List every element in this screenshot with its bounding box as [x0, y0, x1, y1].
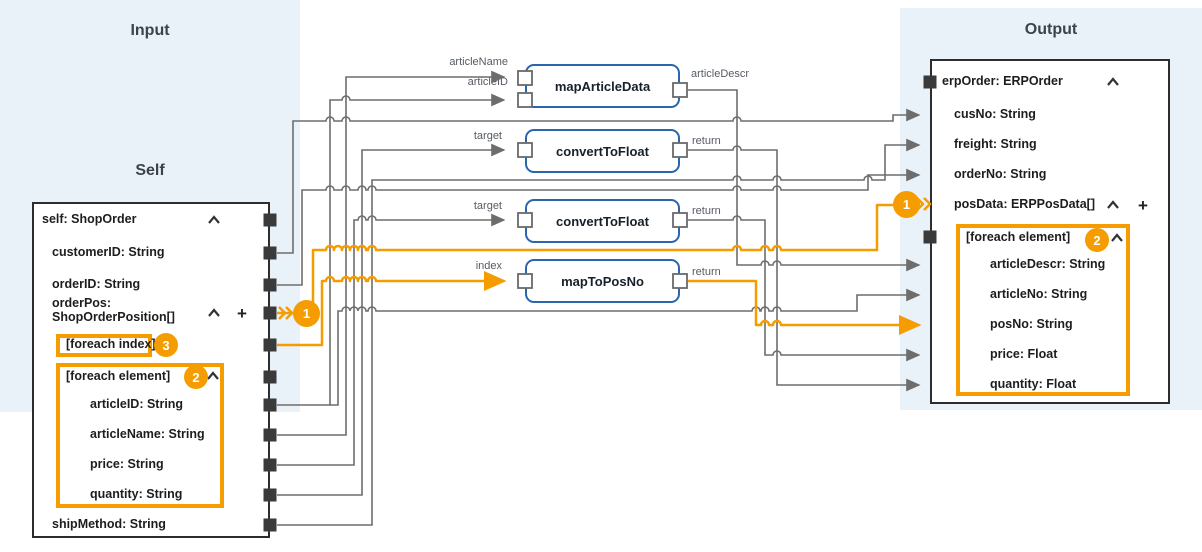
collapse-chevron-icon[interactable]	[207, 307, 221, 319]
wire-articleID-articleNo	[330, 288, 921, 406]
output-node-quantity[interactable]: quantity: Float	[990, 377, 1077, 391]
output-node-posNo[interactable]: posNo: String	[990, 317, 1073, 331]
port-label-articleID: articleID	[467, 76, 508, 88]
output-node-articleNo[interactable]: articleNo: String	[990, 287, 1088, 301]
array-mapping-badge-source: 1	[293, 300, 320, 327]
self-root-node[interactable]: self: ShopOrder	[42, 212, 137, 226]
collapse-chevron-icon[interactable]	[1106, 199, 1120, 211]
function-box-convertToFloat-2[interactable]: convertToFloat	[525, 199, 680, 243]
self-foreach-element-highlight-box	[56, 363, 224, 508]
self-node-foreach-index[interactable]: [foreach index]	[66, 337, 156, 351]
wire-articleID-mapArticleData	[277, 93, 506, 406]
port-label-return-2: return	[692, 205, 721, 217]
self-node-customerID[interactable]: customerID: String	[52, 245, 165, 259]
output-node-freight[interactable]: freight: String	[954, 137, 1037, 151]
port-label-target-2: target	[473, 200, 502, 212]
port-label-index: index	[475, 260, 502, 272]
add-item-icon[interactable]: +	[237, 304, 247, 323]
self-section-title: Self	[135, 162, 165, 179]
self-node-articleName[interactable]: articleName: String	[90, 427, 205, 441]
foreach-index-badge: 3	[154, 333, 178, 357]
output-node-cusNo[interactable]: cusNo: String	[954, 107, 1036, 121]
port-label-return-1: return	[692, 135, 721, 147]
collapse-chevron-icon[interactable]	[206, 370, 220, 382]
function-box-convertToFloat-1[interactable]: convertToFloat	[525, 129, 680, 173]
wire-mapToPosNo-posNo	[688, 279, 922, 335]
self-node-articleID[interactable]: articleID: String	[90, 397, 184, 411]
output-foreach-element-badge: 2	[1085, 228, 1109, 252]
self-node-price[interactable]: price: String	[90, 457, 164, 471]
port-label-articleName: articleName	[449, 56, 508, 68]
array-mapping-badge-target: 1	[893, 191, 920, 218]
self-panel	[32, 202, 270, 538]
output-node-articleDescr[interactable]: articleDescr: String	[990, 257, 1106, 271]
output-node-orderNo[interactable]: orderNo: String	[954, 167, 1047, 181]
output-root-node[interactable]: erpOrder: ERPOrder	[942, 74, 1063, 88]
function-box-mapArticleData[interactable]: mapArticleData	[525, 64, 680, 108]
wire-articleDescr-out	[688, 89, 921, 272]
add-item-icon[interactable]: +	[1138, 196, 1148, 215]
port-label-target-1: target	[473, 130, 502, 142]
function-box-mapToPosNo[interactable]: mapToPosNo	[525, 259, 680, 303]
self-node-orderID[interactable]: orderID: String	[52, 277, 141, 291]
self-foreach-element-badge: 2	[184, 365, 208, 389]
output-node-price[interactable]: price: Float	[990, 347, 1058, 361]
output-section-title: Output	[1024, 21, 1078, 38]
collapse-chevron-icon[interactable]	[207, 214, 221, 226]
port-label-articleDescr: articleDescr	[691, 68, 750, 80]
wire-return1-quantity	[688, 145, 921, 392]
input-section-title: Input	[130, 22, 170, 39]
collapse-chevron-icon[interactable]	[1106, 76, 1120, 88]
foreach-index-highlight-box	[56, 334, 152, 357]
wire-price-convertToFloat2	[277, 213, 506, 466]
self-node-shipMethod[interactable]: shipMethod: String	[52, 517, 166, 531]
collapse-chevron-icon[interactable]	[1110, 232, 1124, 244]
self-node-foreach-element[interactable]: [foreach element]	[66, 369, 171, 383]
output-node-foreach-element[interactable]: [foreach element]	[966, 230, 1071, 244]
wire-return2-price	[688, 215, 921, 362]
port-label-return-3: return	[692, 266, 721, 278]
self-node-quantity[interactable]: quantity: String	[90, 487, 183, 501]
output-foreach-element-highlight-box	[956, 224, 1130, 396]
self-node-orderPos[interactable]: orderPos: ShopOrderPosition[]	[52, 296, 175, 324]
output-node-posData[interactable]: posData: ERPPosData[]	[954, 197, 1095, 211]
